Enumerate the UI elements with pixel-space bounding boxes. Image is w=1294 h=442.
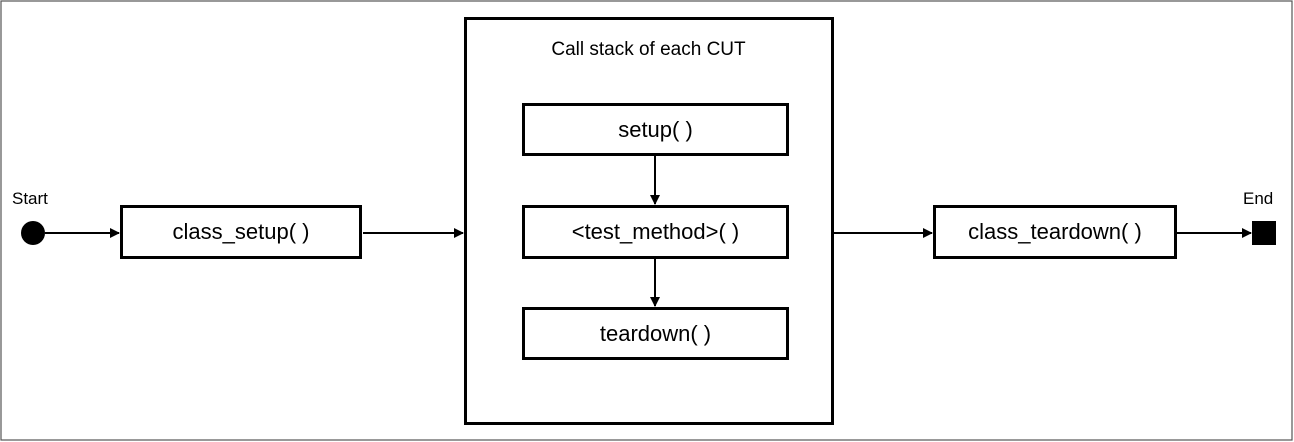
call-stack-container	[464, 17, 834, 425]
end-node	[1252, 221, 1276, 245]
teardown-box: teardown( )	[522, 307, 789, 360]
setup-box: setup( )	[522, 103, 789, 156]
container-title: Call stack of each CUT	[551, 39, 746, 60]
class-teardown-box: class_teardown( )	[933, 205, 1177, 259]
class-setup-box: class_setup( )	[120, 205, 362, 259]
start-label: Start	[12, 189, 48, 208]
test-method-box: <test_method>( )	[522, 205, 789, 259]
start-node	[21, 221, 45, 245]
end-label: End	[1243, 189, 1274, 208]
